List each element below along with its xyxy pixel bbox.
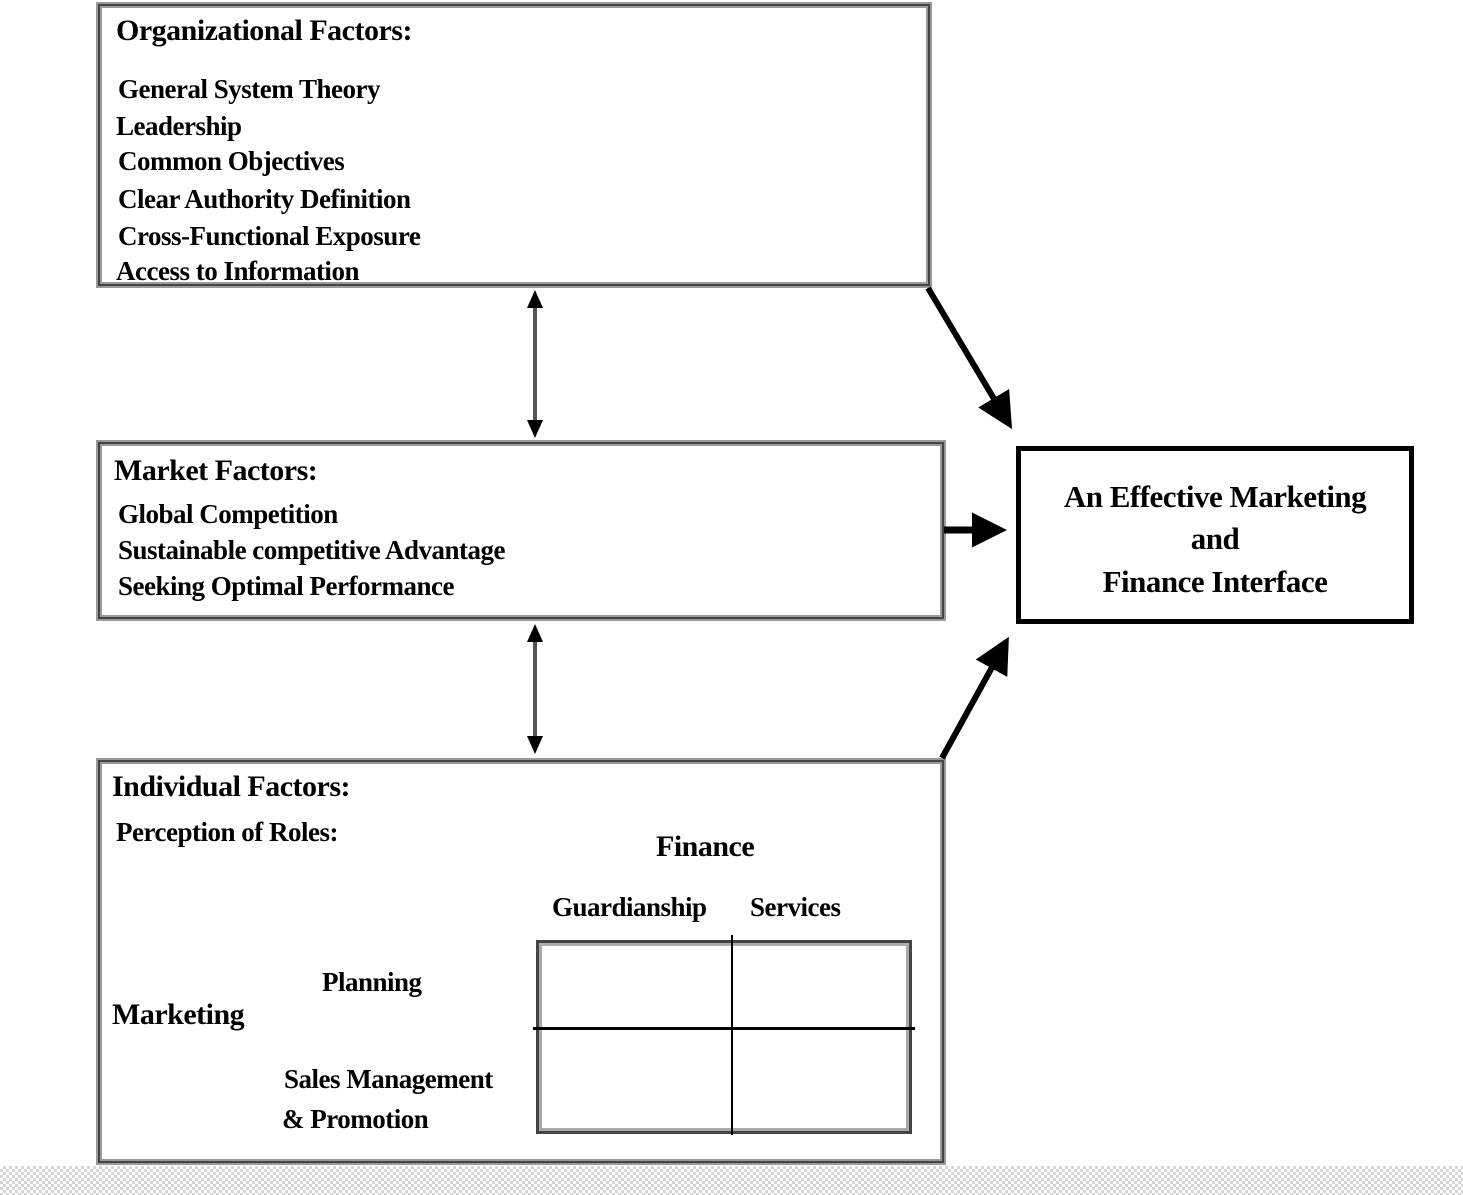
arrow-org-to-outcome (925, 286, 1013, 430)
market-factor-item: Seeking Optimal Performance (118, 571, 454, 601)
outcome-line: An Effective Marketing (1063, 479, 1367, 514)
arrowhead-up-icon (527, 290, 543, 308)
organizational-factor-item: Clear Authority Definition (118, 184, 411, 214)
marketing-row-sales-management: Sales Management (284, 1064, 493, 1094)
finance-column-services: Services (750, 892, 841, 922)
bidirectional-arrow-org-market (527, 290, 543, 438)
organizational-factor-item: General System Theory (118, 74, 380, 104)
finance-column-guardianship: Guardianship (552, 892, 707, 922)
bidirectional-arrow-market-individual (527, 624, 543, 754)
finance-label: Finance (656, 830, 755, 863)
transparent-background-strip (0, 1166, 1463, 1195)
outcome-line: and (1190, 521, 1240, 556)
perception-of-roles-label: Perception of Roles: (116, 817, 338, 847)
effective-interface-box: An Effective Marketing and Finance Inter… (1016, 446, 1414, 624)
market-factors-box: Market Factors: Global Competition Susta… (98, 442, 944, 619)
grid-vertical-divider (731, 935, 733, 1135)
roles-matrix-grid (533, 935, 915, 1135)
market-factor-item: Global Competition (118, 499, 338, 529)
arrowhead-up-icon (527, 624, 543, 642)
market-factors-title: Market Factors: (114, 454, 318, 487)
organizational-factor-item: Common Objectives (118, 146, 345, 176)
grid-horizontal-divider (533, 1027, 915, 1030)
individual-factors-title: Individual Factors: (112, 770, 351, 803)
arrowhead-down-icon (527, 736, 543, 754)
marketing-label: Marketing (112, 998, 245, 1031)
market-factor-item: Sustainable competitive Advantage (118, 535, 506, 565)
marketing-row-planning: Planning (322, 967, 422, 997)
outcome-line: Finance Interface (1102, 564, 1328, 599)
organizational-factor-item: Access to Information (116, 256, 359, 286)
organizational-factor-item: Cross-Functional Exposure (118, 221, 421, 251)
organizational-factor-item: Leadership (116, 111, 242, 141)
arrow-individual-to-outcome (939, 636, 1009, 760)
arrowhead-down-icon (527, 420, 543, 438)
organizational-factors-box: Organizational Factors: General System T… (98, 4, 930, 286)
marketing-row-promotion: & Promotion (282, 1104, 429, 1134)
organizational-factors-title: Organizational Factors: (116, 14, 412, 47)
